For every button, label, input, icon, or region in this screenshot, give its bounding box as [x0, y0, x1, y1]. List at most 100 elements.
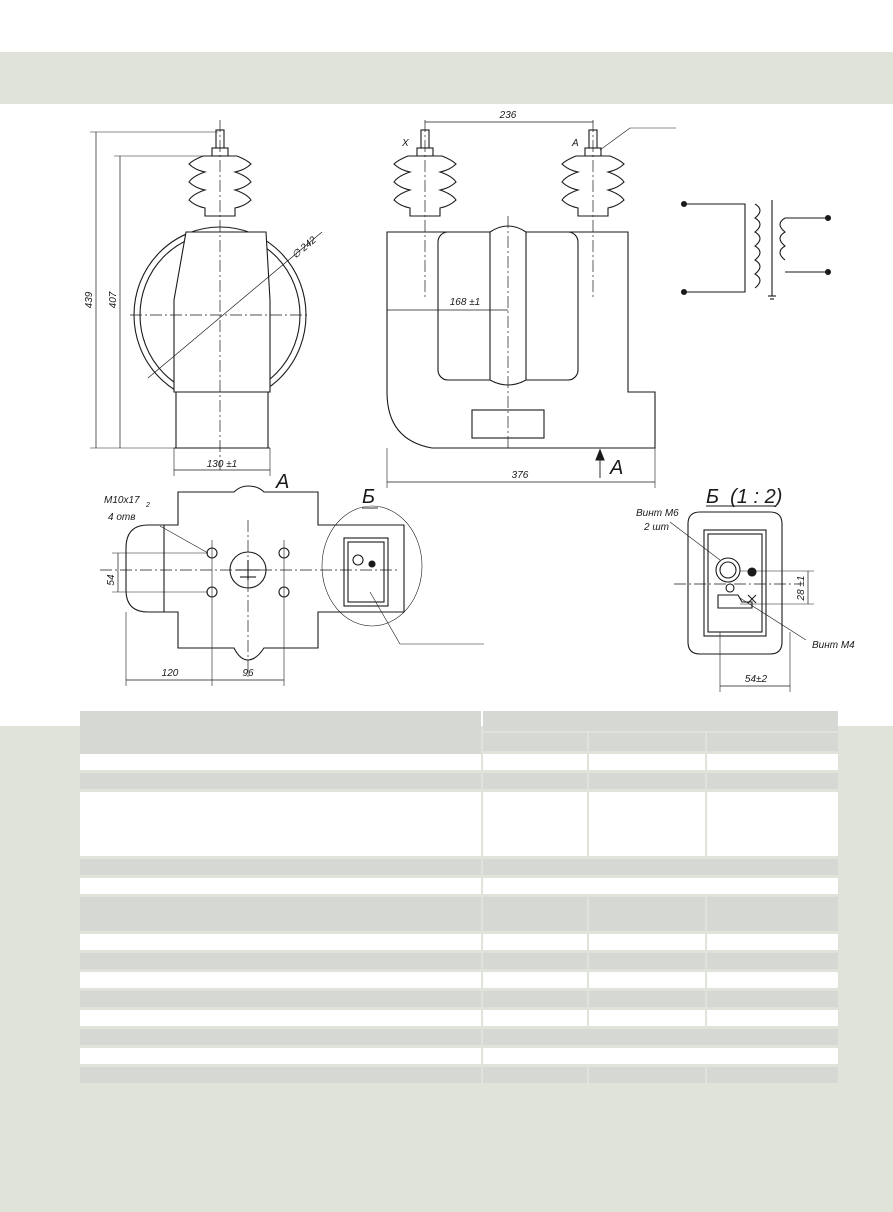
table-cell — [80, 733, 481, 751]
table-cell — [483, 878, 838, 894]
hole-spec: M10x17 — [104, 495, 140, 506]
hole-count: 4 отв — [108, 512, 135, 523]
screw-m4-label: Винт M4 — [812, 640, 855, 651]
hole-spec-suffix: 2 — [145, 502, 150, 509]
dim-overall-height: 439 — [84, 291, 95, 308]
table-cell — [707, 733, 838, 751]
table-cell — [80, 1067, 481, 1083]
side-view — [90, 120, 323, 476]
table-row — [80, 972, 838, 988]
table-cell — [589, 773, 705, 789]
table-cell — [707, 792, 838, 856]
table-cell — [483, 972, 587, 988]
table-cell — [589, 1067, 705, 1083]
dim-detail-width: 54±2 — [745, 674, 768, 685]
table-cell — [483, 754, 587, 770]
dim-body-height: 407 — [108, 291, 119, 308]
table-row — [80, 897, 838, 931]
table-cell — [707, 953, 838, 969]
table-cell — [80, 859, 481, 875]
table-row — [80, 754, 838, 770]
table-row — [80, 792, 838, 856]
table-cell — [80, 773, 481, 789]
detail-title: Б (1 : 2) — [706, 486, 782, 508]
dim-plan-height: 54 — [106, 574, 117, 586]
table-cell — [589, 792, 705, 856]
table-cell — [483, 773, 587, 789]
table-cell — [707, 897, 838, 931]
table-cell — [589, 733, 705, 751]
table-row — [80, 934, 838, 950]
table-cell — [707, 991, 838, 1007]
terminal-a-label: A — [571, 138, 579, 149]
table-cell — [80, 972, 481, 988]
screw-m6-label: Винт M6 — [636, 508, 679, 519]
table-cell — [483, 1010, 587, 1026]
table-cell — [589, 754, 705, 770]
table-cell — [483, 1029, 838, 1045]
spec-table — [80, 711, 838, 1086]
table-row — [80, 1067, 838, 1083]
table-cell — [589, 934, 705, 950]
dim-base-width: 130 ±1 — [207, 459, 238, 470]
table-cell — [80, 934, 481, 950]
table-cell — [80, 953, 481, 969]
table-row — [80, 1029, 838, 1045]
table-cell — [483, 953, 587, 969]
table-header-row — [80, 733, 838, 751]
table-cell — [80, 754, 481, 770]
table-cell — [80, 711, 481, 754]
table-cell — [80, 897, 481, 931]
dim-overall-width: 376 — [512, 470, 529, 481]
plan-view — [100, 485, 484, 686]
table-cell — [483, 1067, 587, 1083]
table-cell — [589, 1010, 705, 1026]
dim-terminal-spacing: 236 — [499, 110, 517, 121]
table-row — [80, 953, 838, 969]
table-cell — [707, 773, 838, 789]
table-cell — [483, 733, 587, 751]
table-cell — [483, 711, 838, 731]
table-cell — [483, 934, 587, 950]
front-view — [386, 120, 676, 488]
top-band — [0, 52, 893, 104]
table-cell — [80, 991, 481, 1007]
table-cell — [589, 972, 705, 988]
table-cell — [80, 792, 481, 856]
table-cell — [707, 1010, 838, 1026]
screw-m6-count: 2 шт — [643, 522, 669, 533]
table-cell — [483, 859, 838, 875]
terminal-x-label: X — [401, 138, 409, 149]
detail-marker: Б — [362, 486, 375, 508]
dim-plan-left: 120 — [162, 668, 179, 679]
table-cell — [707, 1067, 838, 1083]
table-row — [80, 1010, 838, 1026]
table-cell — [483, 1048, 838, 1064]
table-row — [80, 991, 838, 1007]
table-cell — [589, 991, 705, 1007]
table-row — [80, 878, 838, 894]
table-cell — [483, 792, 587, 856]
dim-core-width: 168 ±1 — [450, 297, 481, 308]
technical-drawing: 439 407 ∅ 242 130 ±1 236 X A 168 ±1 376 … — [84, 110, 855, 692]
table-cell — [80, 1048, 481, 1064]
table-cell — [80, 1010, 481, 1026]
plan-view-marker: A — [275, 471, 289, 493]
table-cell — [80, 1029, 481, 1045]
table-cell — [589, 953, 705, 969]
table-cell — [707, 972, 838, 988]
table-row — [80, 859, 838, 875]
table-row — [80, 773, 838, 789]
table-row — [80, 1048, 838, 1064]
front-view-marker: A — [609, 457, 623, 479]
table-cell — [483, 897, 587, 931]
dim-detail-height: 28 ±1 — [796, 576, 807, 602]
dim-diameter: ∅ 242 — [290, 235, 319, 262]
table-cell — [483, 991, 587, 1007]
table-cell — [80, 878, 481, 894]
table-cell — [707, 934, 838, 950]
table-cell — [707, 754, 838, 770]
dim-plan-spacing: 96 — [242, 668, 254, 679]
detail-view — [669, 505, 814, 692]
winding-schematic — [680, 200, 832, 300]
